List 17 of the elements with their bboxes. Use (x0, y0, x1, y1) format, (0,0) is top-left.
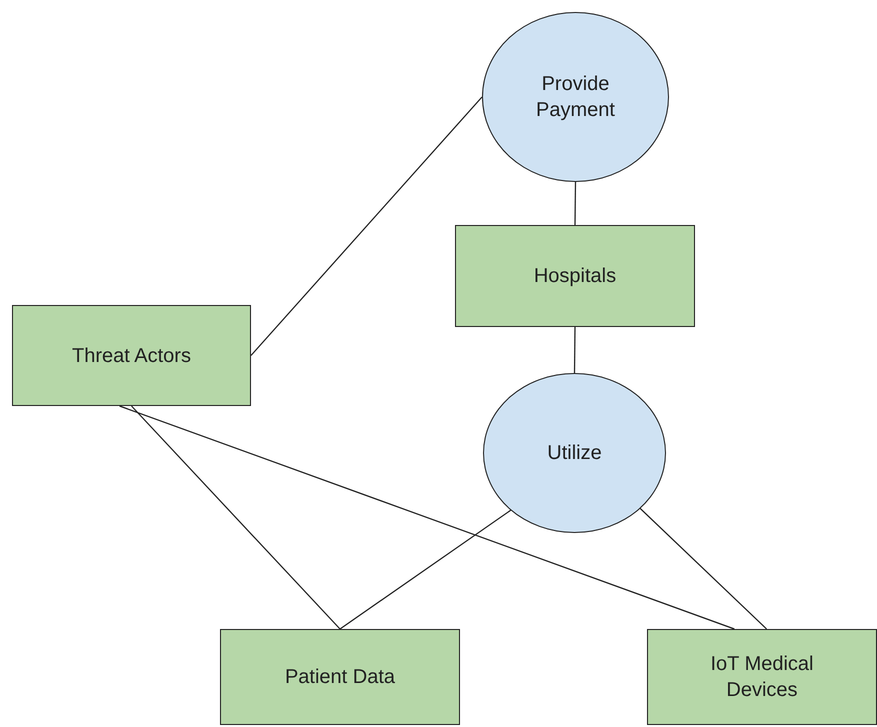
entity-box (647, 629, 877, 725)
node-label: Patient Data (284, 665, 396, 690)
node-label: Threat Actors (71, 344, 192, 368)
connector-line (340, 509, 512, 630)
connector-line (574, 182, 576, 225)
entity-box (455, 225, 695, 327)
connector-line (131, 406, 340, 630)
node-label: Utilize (546, 441, 603, 466)
entity-box (220, 629, 460, 725)
entity-box (12, 305, 251, 406)
connector-line (639, 507, 768, 630)
connector-line (250, 96, 482, 356)
connector-line (574, 327, 576, 373)
node-label: IoT Medical Devices (709, 652, 814, 703)
node-label: Hospitals (532, 264, 618, 289)
connector-line (119, 405, 735, 630)
node-label: Provide Payment (535, 72, 616, 123)
